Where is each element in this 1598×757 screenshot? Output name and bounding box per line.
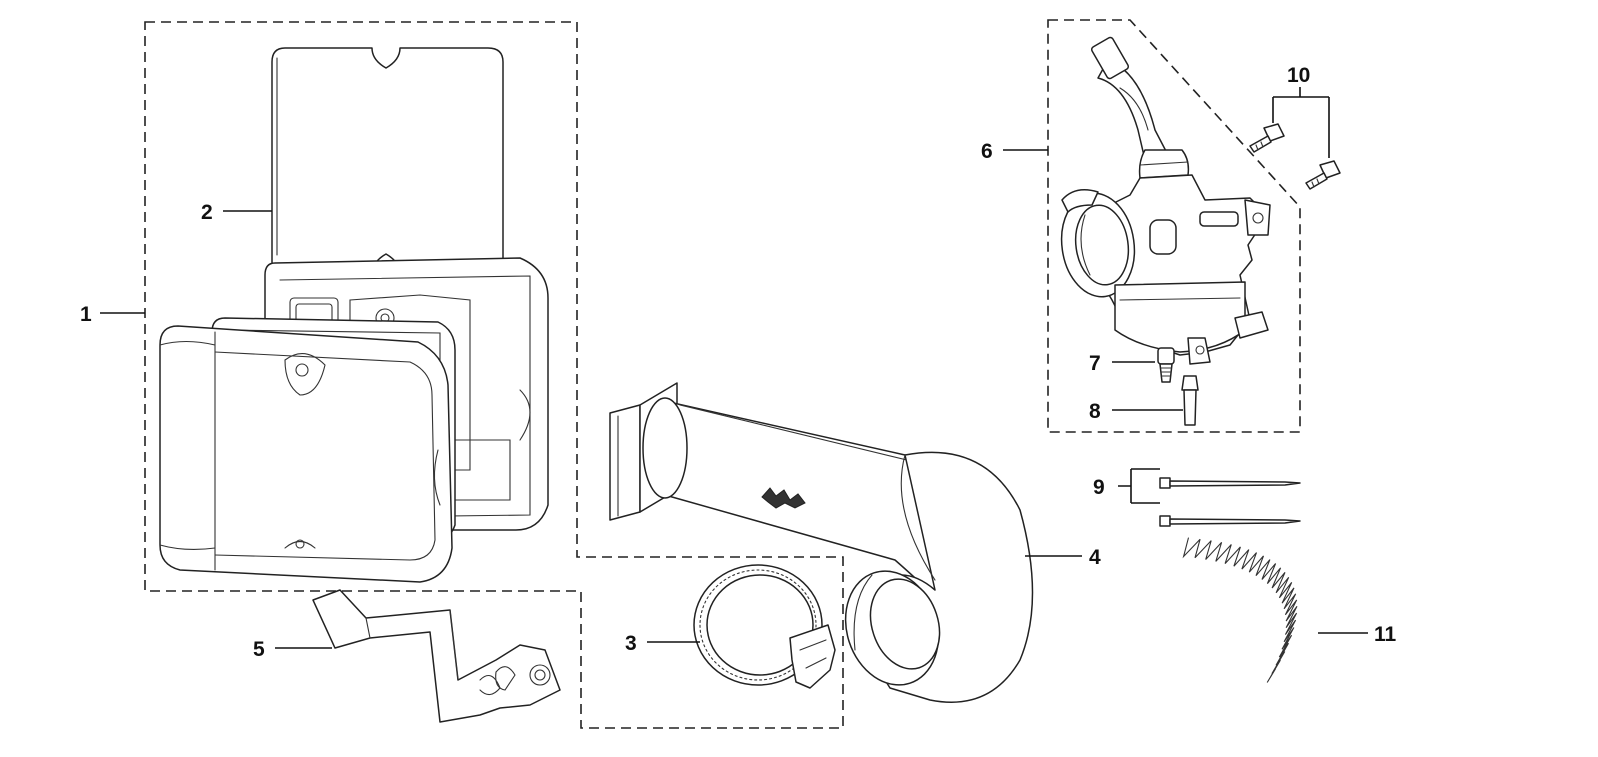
callout-11: 11 [1374, 623, 1397, 646]
leader-lines [100, 87, 1368, 649]
callout-2: 2 [201, 201, 213, 224]
screw-lower [1305, 160, 1341, 190]
callout-labels: 1 2 3 4 5 6 7 8 9 10 11 [80, 64, 1397, 661]
leader-9 [1118, 468, 1160, 504]
cable-tie-lower [1159, 515, 1301, 527]
leader-10 [1272, 87, 1330, 158]
callout-7: 7 [1089, 352, 1101, 375]
callout-5: 5 [253, 638, 265, 661]
callout-9: 9 [1093, 476, 1105, 499]
callout-6: 6 [981, 140, 993, 163]
hose-clamp [693, 564, 836, 689]
callout-1: 1 [80, 303, 92, 326]
callout-10: 10 [1287, 64, 1310, 87]
mounting-bracket [312, 589, 561, 723]
air-box [159, 257, 549, 583]
filter-element [271, 47, 504, 276]
airbox-group-boundary [144, 21, 844, 729]
needle-jet [1181, 375, 1199, 426]
carburetor-group-boundary [1047, 19, 1301, 433]
intake-tube [609, 382, 1034, 703]
cable-tie-upper [1159, 477, 1301, 489]
callout-4: 4 [1089, 546, 1101, 569]
spring [1182, 537, 1298, 683]
callout-3: 3 [625, 632, 637, 655]
screws [1249, 123, 1341, 190]
screw-upper [1249, 123, 1285, 153]
callout-8: 8 [1089, 400, 1101, 423]
cable-ties [1159, 477, 1301, 527]
main-jet [1157, 347, 1175, 383]
carburetor [1060, 36, 1271, 365]
